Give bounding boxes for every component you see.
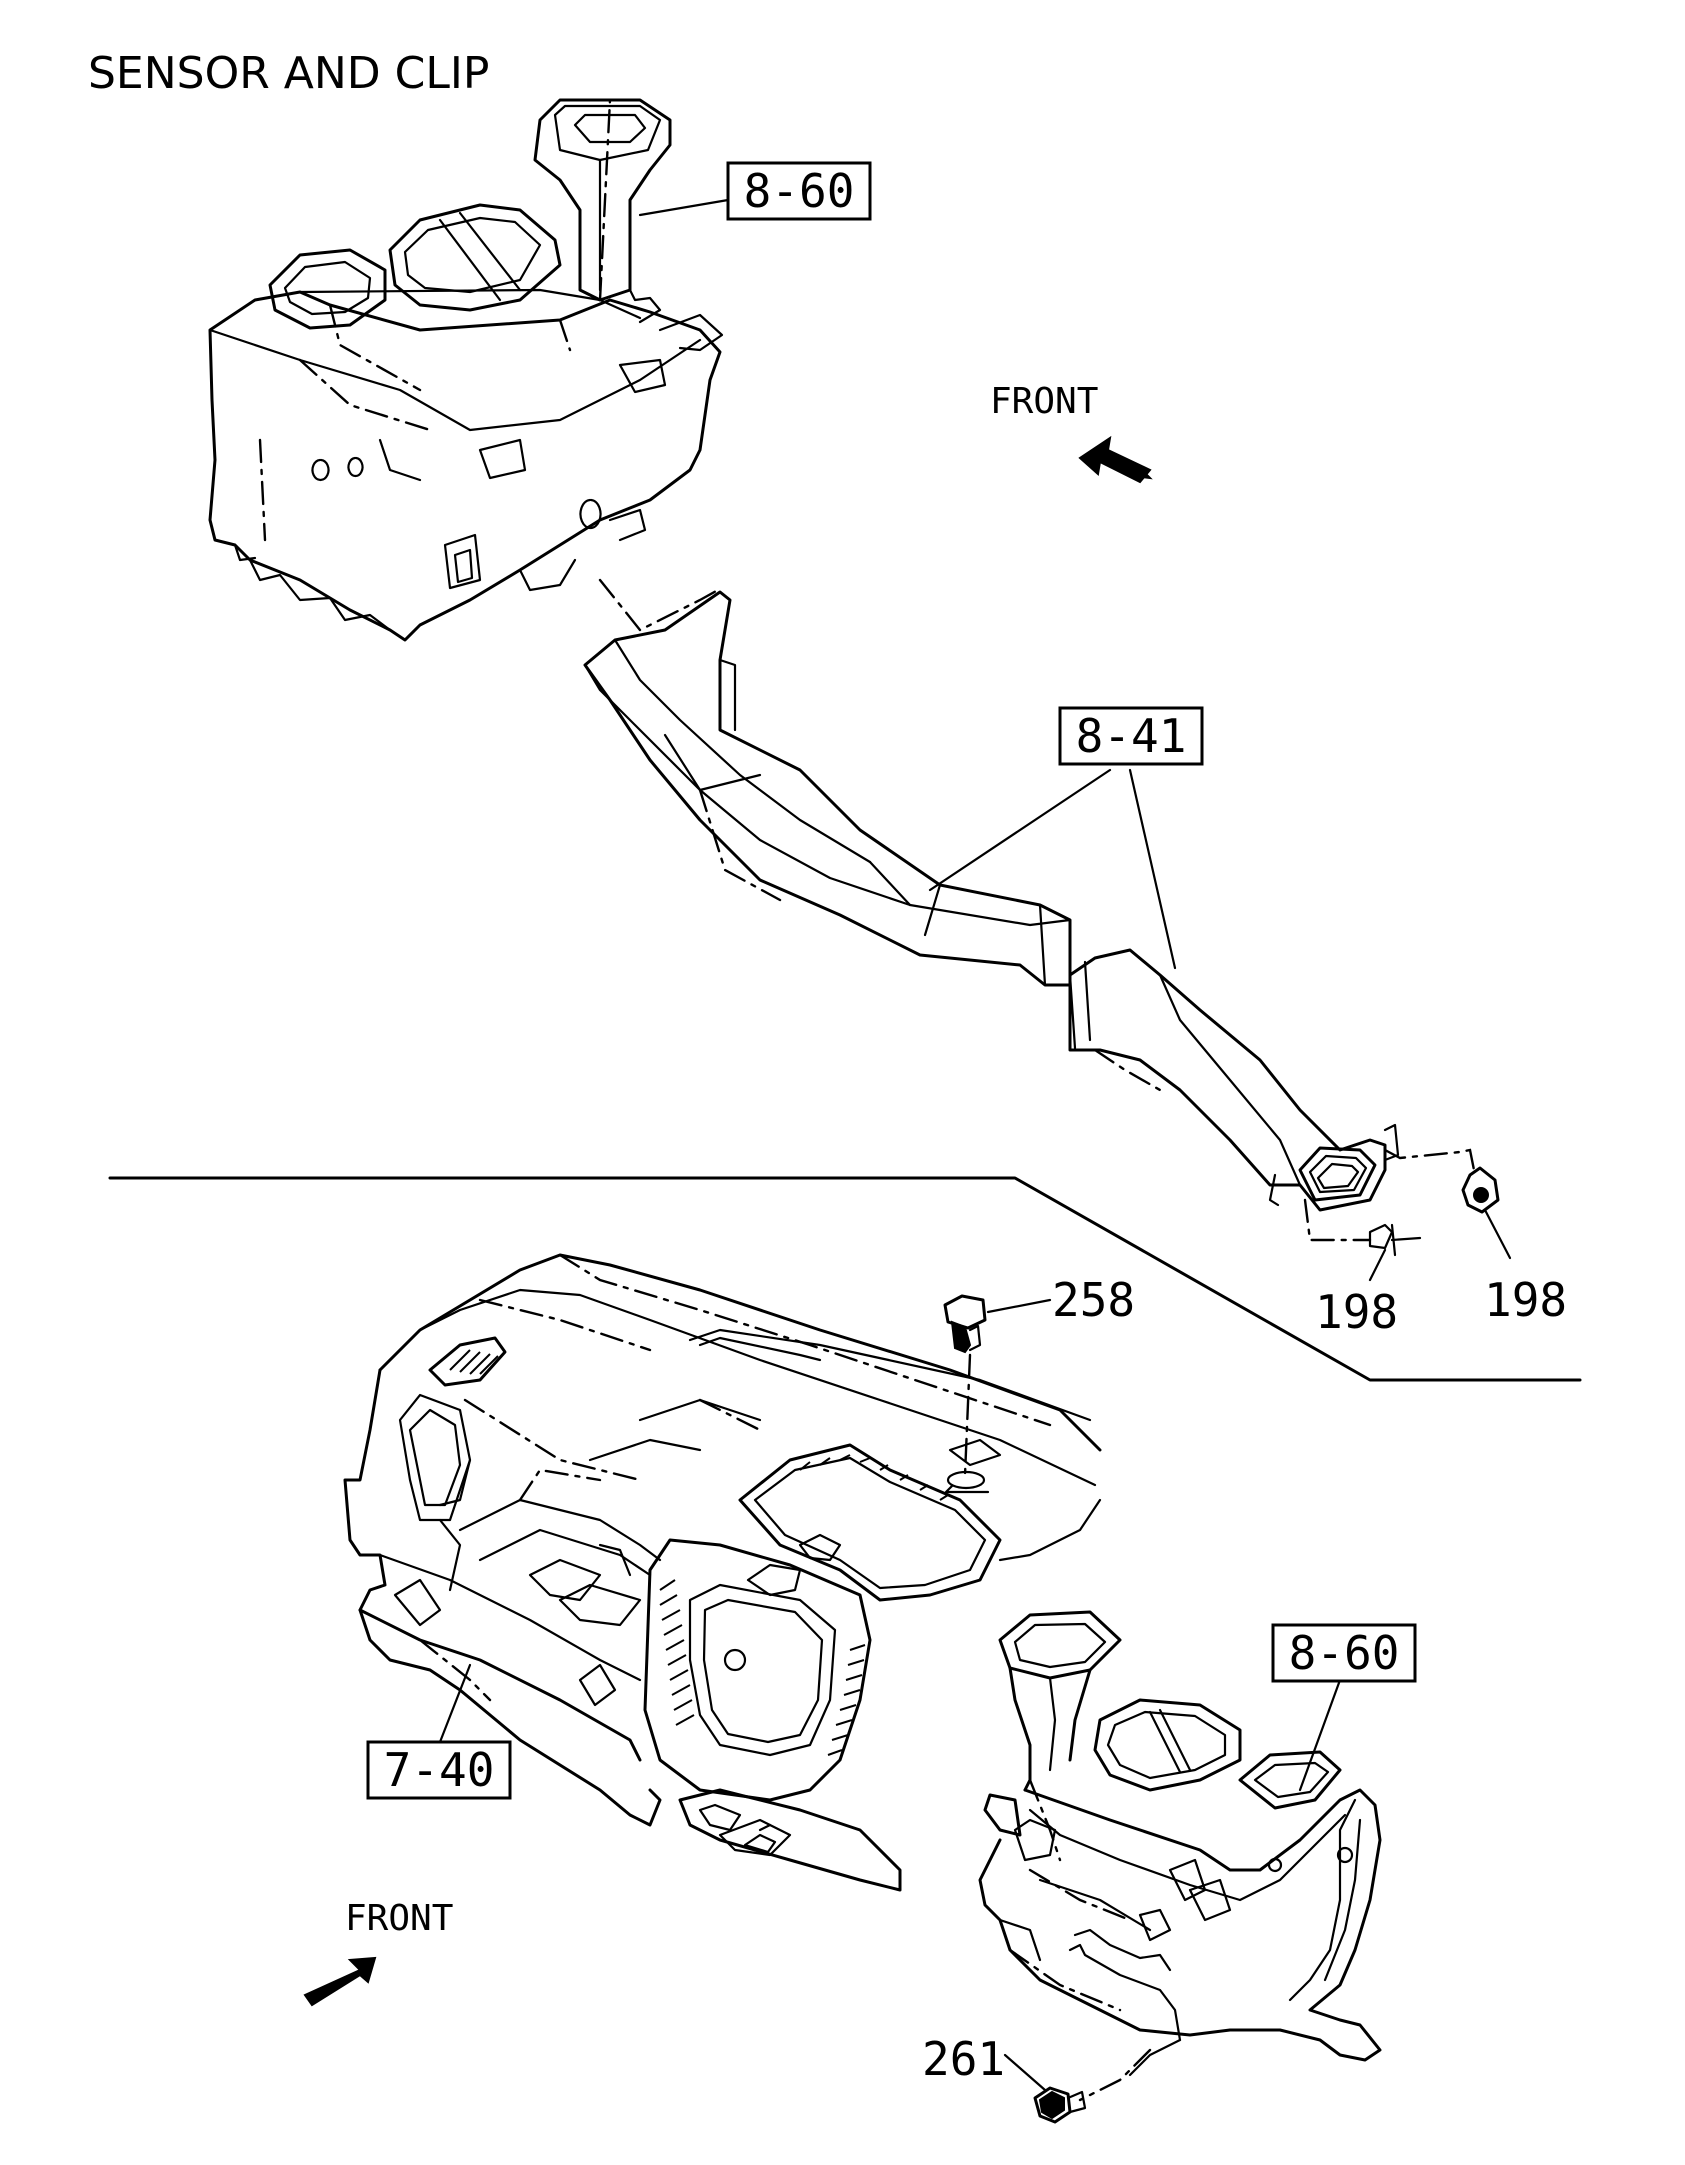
leader-duct-b <box>1128 768 1177 970</box>
leader-dash <box>438 1663 472 1744</box>
part-198-left: 198 <box>1315 1285 1398 1339</box>
clip-198-right <box>1383 1148 1512 1260</box>
heater-unit-bottom <box>978 1610 1382 2077</box>
ref-dash: 7-40 <box>384 1743 495 1797</box>
section-divider <box>108 1176 1582 1382</box>
heater-unit-top <box>208 98 724 642</box>
ref-box-heater-bottom <box>1271 1623 1417 1683</box>
page-title: SENSOR AND CLIP <box>88 48 490 99</box>
leader-duct-a <box>928 768 1112 892</box>
leader-heater-bottom <box>1298 1678 1342 1792</box>
front-arrow-bottom <box>303 1956 377 2007</box>
part-261: 261 <box>922 2032 1005 2086</box>
clip-198-left <box>1303 1198 1422 1282</box>
ref-box-heater-top <box>726 161 872 221</box>
ref-box-duct <box>1058 706 1204 766</box>
front-label-bottom: FRONT <box>345 1898 453 1939</box>
instrument-panel <box>343 1253 1102 1892</box>
clip-261 <box>1003 2048 1152 2124</box>
front-arrow-top-head <box>1078 435 1152 484</box>
ref-box-dash <box>366 1740 512 1800</box>
ref-heater-bottom: 8-60 <box>1289 1626 1400 1680</box>
part-198-right: 198 <box>1484 1273 1567 1327</box>
ref-heater-top: 8-60 <box>744 164 855 218</box>
sensor-258 <box>943 1294 1052 1494</box>
part-258: 258 <box>1052 1273 1135 1327</box>
front-label-top: FRONT <box>990 381 1098 422</box>
air-duct <box>583 578 1400 1212</box>
leader-heater-top <box>638 198 730 217</box>
ref-duct: 8-41 <box>1076 709 1187 763</box>
